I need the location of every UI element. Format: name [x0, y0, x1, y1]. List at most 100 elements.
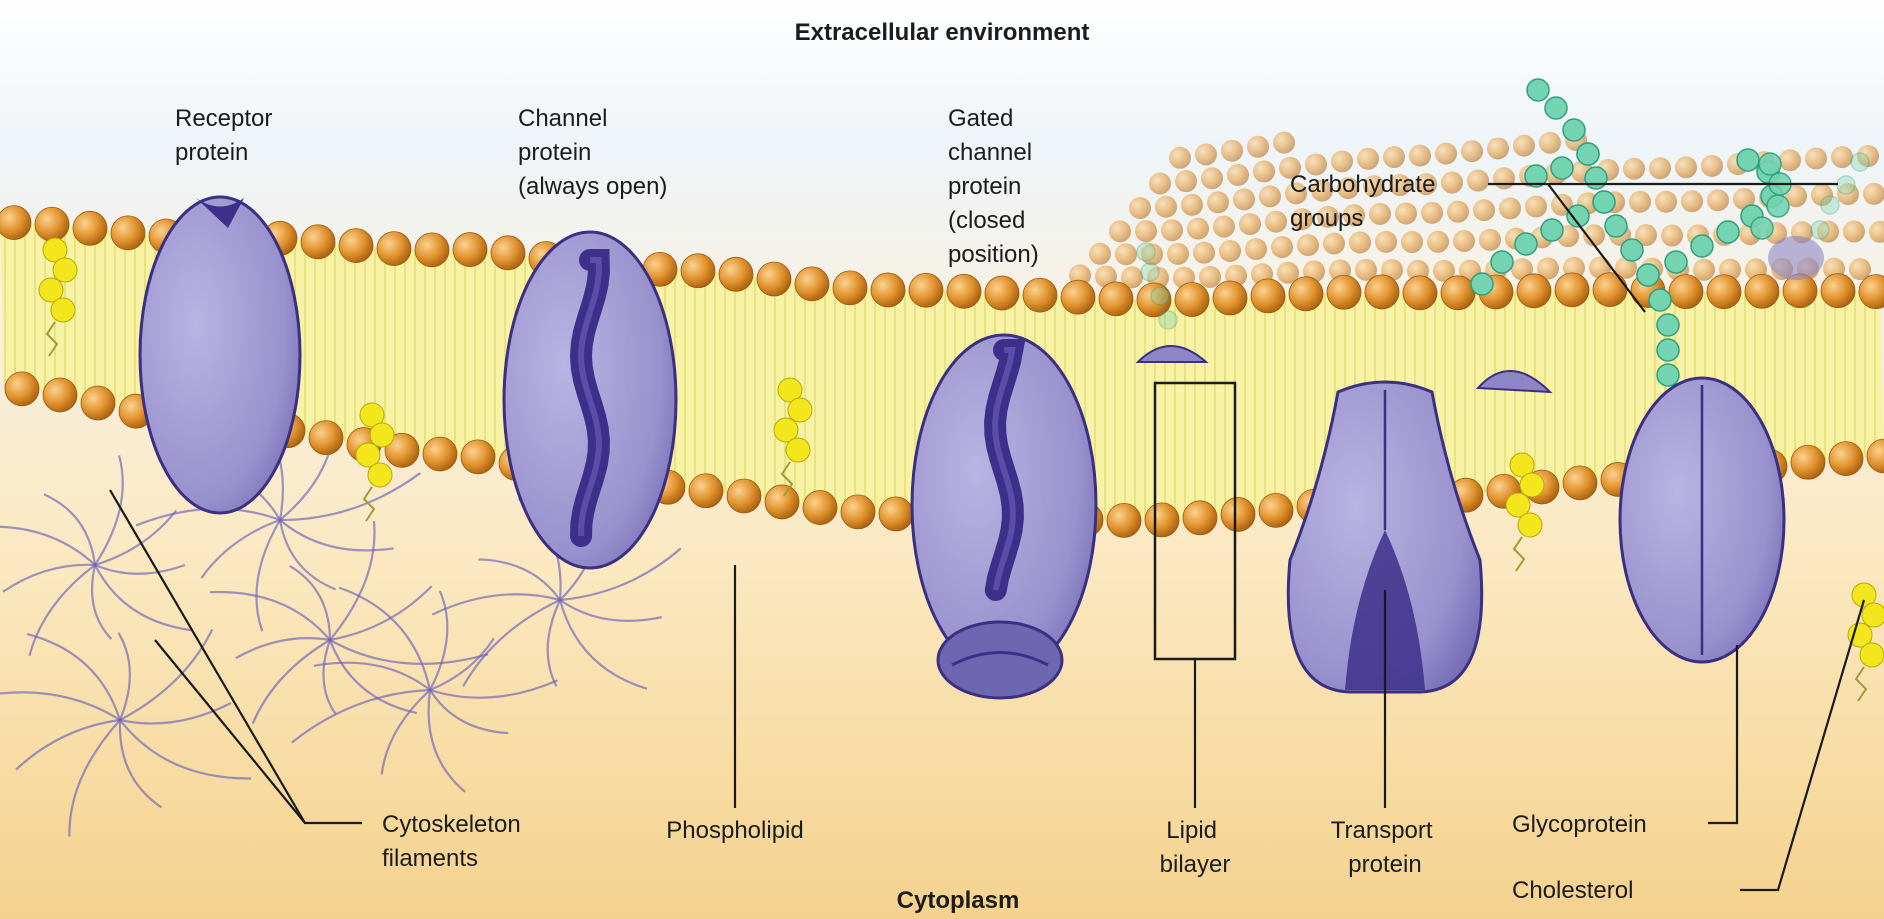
phospholipid-head-back [1435, 143, 1457, 165]
carbohydrate-bead [1837, 176, 1855, 194]
phospholipid-head-back [1323, 233, 1345, 255]
carbohydrate-bead [1527, 79, 1549, 101]
cytoplasm-label: Cytoplasm [897, 887, 1020, 914]
phospholipid-head-back [1221, 140, 1243, 162]
phospholipid-head [1327, 275, 1361, 309]
extracellular-label: Extracellular environment [795, 19, 1090, 46]
phospholipid-head-back [1161, 219, 1183, 241]
phospholipid-head-back [1239, 213, 1261, 235]
phospholipid-head-back [1409, 145, 1431, 167]
phospholipid-head [947, 274, 981, 308]
carbohydrate-bead [1551, 157, 1573, 179]
phospholipid-head [1289, 277, 1323, 311]
phospholipid-head-back [1681, 190, 1703, 212]
phospholipid-head-back [1349, 231, 1371, 253]
phospholipid-head [1829, 442, 1863, 476]
carbohydrate-bead [1471, 273, 1493, 295]
phospholipid-head-back [1109, 220, 1131, 242]
phospholipid-head [5, 372, 39, 406]
phospholipid-head-back [1427, 231, 1449, 253]
carbohydrate-bead [1637, 264, 1659, 286]
phospholipid-head-back [1661, 225, 1683, 247]
carbohydrate-bead [1821, 196, 1839, 214]
phospholipid-head-back [1441, 172, 1463, 194]
phospholipid-head-back [1675, 156, 1697, 178]
phospholipid-head [1745, 274, 1779, 308]
phospholipid-head [841, 495, 875, 529]
phospholipid-head-back [1357, 148, 1379, 170]
carbohydrate-bead [1767, 195, 1789, 217]
phospholipid-head-back [1421, 202, 1443, 224]
phospholipid-head [795, 267, 829, 301]
phospholipid-head [681, 254, 715, 288]
phospholipid-head [1563, 466, 1597, 500]
phospholipid-head-back [1369, 203, 1391, 225]
phospholipid-head-back [1447, 201, 1469, 223]
phospholipid-head [1213, 281, 1247, 315]
carbohydrate-bead [1593, 191, 1615, 213]
phospholipid-head [1061, 280, 1095, 314]
carbohydrate-bead [1585, 167, 1607, 189]
phospholipid-head [719, 257, 753, 291]
phospholipid-head-back [1843, 220, 1865, 242]
phospholipid-head-back [1467, 170, 1489, 192]
phospholipid-head-back [1513, 135, 1535, 157]
glycoprotein [1620, 378, 1784, 662]
phospholipid-head [453, 233, 487, 267]
phospholipid-head [1099, 282, 1133, 316]
phospholipid-head [803, 491, 837, 525]
cholesterol-ring [1518, 513, 1542, 537]
carbohydrate-bead [1717, 221, 1739, 243]
phospholipid-head [833, 271, 867, 305]
phospholipid-head-back [1233, 188, 1255, 210]
phospholipid-head-back [1219, 240, 1241, 262]
phospholipid-head-back [1259, 185, 1281, 207]
phospholipid-head [43, 378, 77, 412]
carbohydrate-bead [1545, 97, 1567, 119]
phospholipid-head-back [1499, 197, 1521, 219]
cholesterol-ring [368, 463, 392, 487]
phospholipid-head [377, 232, 411, 266]
phospholipid-head-back [1707, 189, 1729, 211]
phospholipid-head-back [1115, 243, 1137, 265]
phospholipid-head-back [1331, 150, 1353, 172]
phospholipid-head-back [1525, 196, 1547, 218]
phospholipid-head-back [1805, 147, 1827, 169]
phospholipid-head-back [1245, 238, 1267, 260]
phospholipid-head [1365, 275, 1399, 309]
phospholipid-head-back [1297, 234, 1319, 256]
phospholipid-head [0, 206, 31, 240]
cholesterol-ring [788, 398, 812, 422]
phospholipid-head-back [1453, 230, 1475, 252]
phospholipid-head [1593, 273, 1627, 307]
phospholipid-head-back [1479, 229, 1501, 251]
phospholipid-head-back [1199, 266, 1221, 288]
carbohydrate-bead [1563, 119, 1585, 141]
phospholipid-head [1259, 493, 1293, 527]
phospholipid-head-back [1089, 243, 1111, 265]
phospholipid-head-back [1175, 170, 1197, 192]
phospholipid-head-back [1193, 242, 1215, 264]
phospholipid-head-back [1539, 132, 1561, 154]
phospholipid-label: Phospholipid [666, 817, 803, 844]
carbohydrate-bead [1605, 215, 1627, 237]
phospholipid-head-back [1187, 218, 1209, 240]
cholesterol-ring [370, 423, 394, 447]
carbohydrate-bead [1491, 251, 1513, 273]
phospholipid-head-back [1383, 146, 1405, 168]
phospholipid-head-back [1655, 191, 1677, 213]
phospholipid-head [757, 262, 791, 296]
phospholipid-head-back [1149, 172, 1171, 194]
phospholipid-head [301, 225, 335, 259]
phospholipid-head-back [1629, 191, 1651, 213]
phospholipid-head-back [1265, 211, 1287, 233]
cholesterol-label: Cholesterol [1512, 877, 1633, 904]
phospholipid-head-back [1473, 199, 1495, 221]
phospholipid-head [1251, 279, 1285, 313]
peripheral-protein-back [1768, 236, 1824, 280]
carbohydrate-bead [1151, 287, 1169, 305]
phospholipid-head-back [1401, 231, 1423, 253]
phospholipid-head [1221, 497, 1255, 531]
protein-body [140, 197, 300, 513]
phospholipid-head [1107, 503, 1141, 537]
